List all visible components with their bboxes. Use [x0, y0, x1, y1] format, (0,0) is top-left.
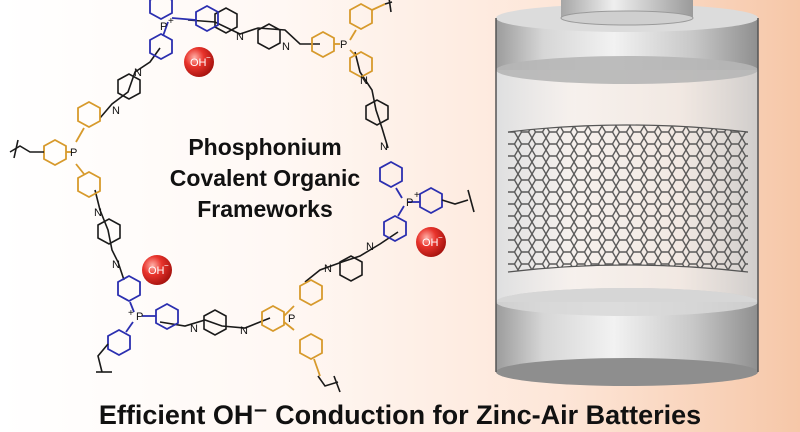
linker-upper-right [354, 51, 389, 149]
neutral-node-top-right [311, 2, 386, 79]
linker-lower-left [94, 189, 125, 281]
phosphorus-label-top: P [160, 21, 167, 33]
title-line-1: Phosphonium [188, 134, 342, 160]
cationic-node-top [149, 0, 219, 61]
framework-structure: P + P + P + P P P N N N N N N N N N N N … [9, 0, 475, 393]
phosphorus-label-bottom: P [136, 311, 143, 323]
phosphorus-label-top-right: P [340, 39, 347, 51]
nitrogen-label-12: N [240, 325, 248, 337]
nitrogen-label-11: N [190, 323, 198, 335]
phosphorus-label-right: P [406, 197, 413, 209]
phosphorus-charge-right: + [414, 190, 420, 201]
cof-layer-stack [507, 124, 749, 273]
phosphorus-label-left: P [70, 147, 77, 159]
nitrogen-label-7: N [94, 207, 102, 219]
cationic-node-right [379, 160, 443, 243]
figure-canvas: P + P + P + P P P N N N N N N N N N N N … [9, 0, 759, 393]
svg-text:−: − [206, 53, 211, 62]
nitrogen-label-1: N [236, 31, 244, 43]
nitrogen-label-5: N [360, 75, 368, 87]
linker-upper-left [99, 47, 161, 119]
neutral-node-left [43, 100, 101, 199]
nitrogen-label-10: N [324, 263, 332, 275]
linker-top [187, 7, 320, 50]
title-line-3: Frameworks [197, 196, 333, 222]
nitrogen-label-2: N [282, 41, 290, 53]
svg-text:OH: OH [190, 57, 207, 69]
caption-banner: Efficient OH⁻ Conduction for Zinc-Air Ba… [98, 400, 702, 430]
nitrogen-label-6: N [380, 141, 388, 153]
neutral-node-bottom-right [261, 278, 323, 377]
nitrogen-label-3: N [134, 67, 142, 79]
svg-text:−: − [438, 233, 443, 242]
hydroxide-ion-2: OH − [416, 227, 446, 257]
hydroxide-ion-1: OH − [184, 47, 214, 77]
svg-text:OH: OH [422, 237, 439, 249]
linker-lower-right [304, 231, 399, 283]
svg-text:OH: OH [148, 265, 165, 277]
nitrogen-label-4: N [112, 105, 120, 117]
atom-labels: P + P + P + P P P N N N N N N N N N N N … [70, 16, 420, 337]
nitrogen-label-8: N [112, 259, 120, 271]
framework-title: Phosphonium Covalent Organic Frameworks [150, 132, 380, 225]
phosphorus-charge-top: + [168, 16, 174, 27]
svg-text:−: − [164, 261, 169, 270]
nitrogen-label-9: N [366, 241, 374, 253]
title-line-2: Covalent Organic [169, 165, 361, 191]
hydroxide-ion-3: OH − [142, 255, 172, 285]
battery-cell-cylinder [495, 0, 759, 386]
phosphorus-label-bottom-right: P [288, 313, 295, 325]
terminal-stubs [9, 0, 475, 393]
linker-bottom [159, 309, 271, 336]
cationic-node-bottom [107, 274, 179, 357]
phosphorus-charge-bottom: + [128, 308, 134, 319]
